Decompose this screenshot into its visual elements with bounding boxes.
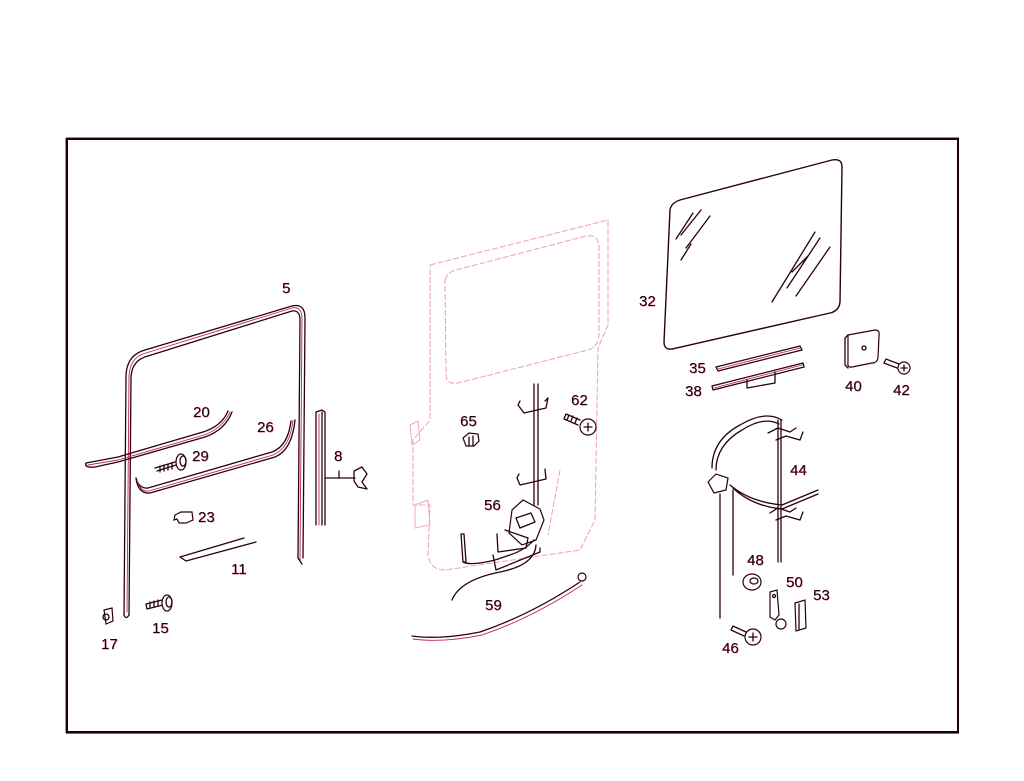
part-26-trim-strip[interactable] xyxy=(135,419,296,494)
callout-40[interactable]: 40 xyxy=(845,378,862,395)
callout-17[interactable]: 17 xyxy=(101,636,118,653)
callout-53[interactable]: 53 xyxy=(813,587,830,604)
part-46-screw[interactable] xyxy=(730,625,762,646)
part-59-cable[interactable] xyxy=(411,572,587,641)
part-15-bolt[interactable] xyxy=(145,594,173,612)
part-53-slider[interactable] xyxy=(794,599,807,632)
part-11-strip[interactable] xyxy=(179,537,257,562)
callout-59[interactable]: 59 xyxy=(485,597,502,614)
callout-65[interactable]: 65 xyxy=(460,413,477,430)
part-50-bracket[interactable] xyxy=(769,589,787,630)
part-65-clip[interactable] xyxy=(462,432,480,447)
callout-56[interactable]: 56 xyxy=(484,497,501,514)
part-38-glass-channel[interactable] xyxy=(711,362,805,391)
callout-50[interactable]: 50 xyxy=(786,574,803,591)
callout-5[interactable]: 5 xyxy=(282,280,291,297)
callout-8[interactable]: 8 xyxy=(334,448,343,465)
callout-32[interactable]: 32 xyxy=(639,293,656,310)
part-5-window-seal-frame[interactable] xyxy=(123,304,306,619)
callout-35[interactable]: 35 xyxy=(689,360,706,377)
part-42-screw[interactable] xyxy=(883,358,911,375)
callout-26[interactable]: 26 xyxy=(257,419,274,436)
door-outline-reference xyxy=(409,219,609,571)
callout-38[interactable]: 38 xyxy=(685,383,702,400)
part-35-glass-channel[interactable] xyxy=(715,345,803,372)
callout-15[interactable]: 15 xyxy=(152,620,169,637)
part-23-clip[interactable] xyxy=(173,511,194,524)
callout-11[interactable]: 11 xyxy=(231,561,247,578)
part-56-regulator-motor[interactable] xyxy=(451,383,549,601)
callout-62[interactable]: 62 xyxy=(571,392,588,409)
part-32-window-glass[interactable] xyxy=(663,158,843,350)
callout-29[interactable]: 29 xyxy=(192,448,209,465)
callout-46[interactable]: 46 xyxy=(722,640,739,657)
part-20-trim-strip[interactable] xyxy=(85,410,233,468)
callout-44[interactable]: 44 xyxy=(790,462,807,479)
part-8-guide-rail[interactable] xyxy=(315,409,368,526)
part-17-nut-clip[interactable] xyxy=(102,607,114,625)
part-40-block[interactable] xyxy=(844,329,880,369)
callout-42[interactable]: 42 xyxy=(893,382,910,399)
part-62-screw[interactable] xyxy=(563,413,597,436)
callout-23[interactable]: 23 xyxy=(198,509,215,526)
callout-48[interactable]: 48 xyxy=(747,552,764,569)
part-29-screw[interactable] xyxy=(154,453,187,473)
part-48-washer[interactable] xyxy=(742,573,762,591)
callout-20[interactable]: 20 xyxy=(193,404,210,421)
part-44-regulator-arm[interactable] xyxy=(707,415,819,619)
